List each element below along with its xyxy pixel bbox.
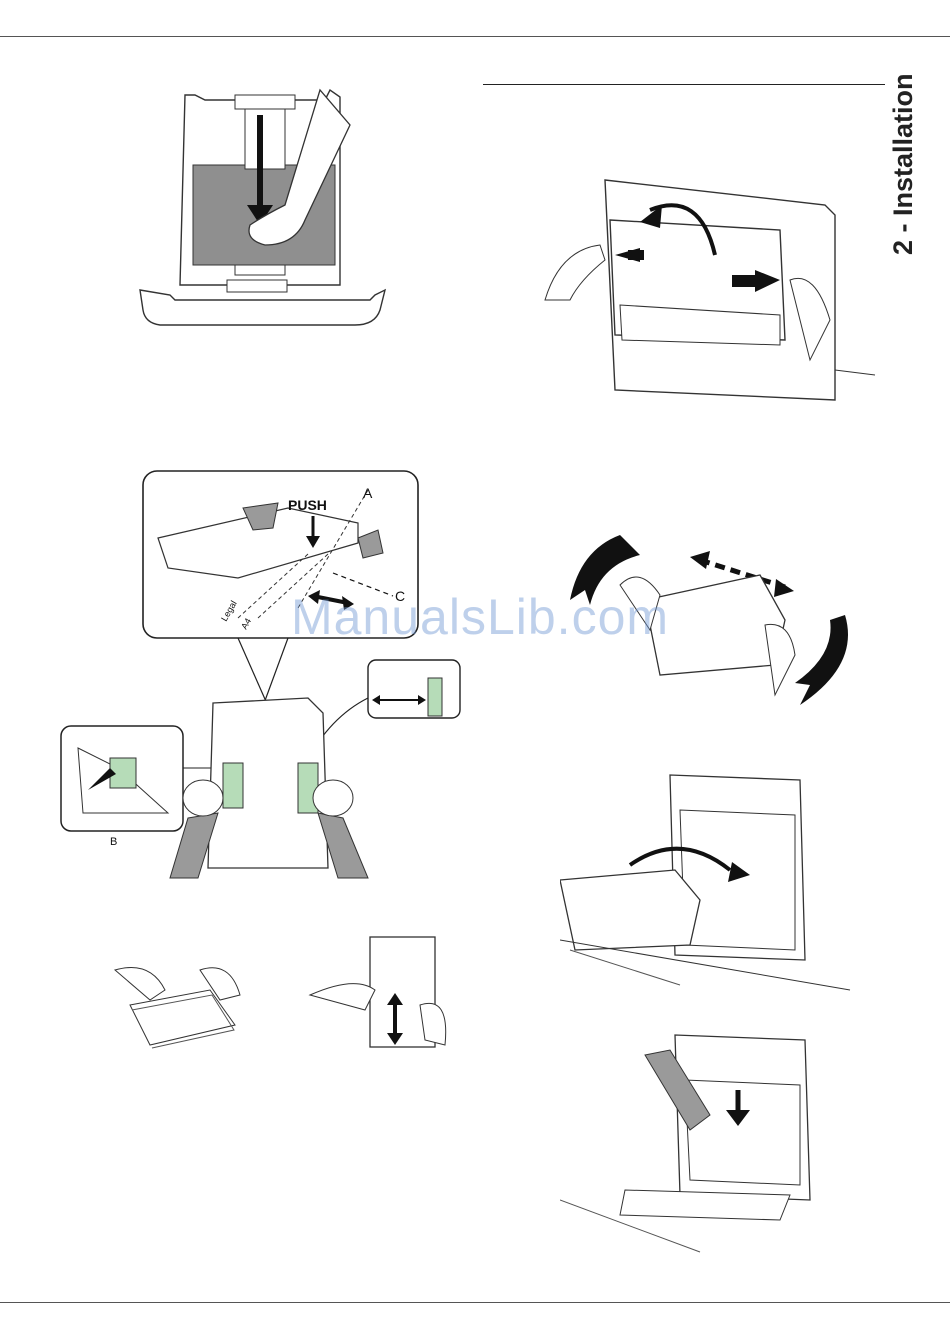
label-a: A [363, 485, 373, 501]
section-tab: 2 - Installation [870, 62, 950, 262]
figure-paper-fan [110, 960, 250, 1050]
header-rule [0, 36, 950, 37]
section-tab-label: 2 - Installation [888, 73, 919, 255]
figure-tray-guides: PUSH A C Legal A4 B [58, 468, 468, 888]
figure-paper-align [305, 935, 455, 1055]
label-b: B [110, 836, 117, 848]
figure-toner-lock [560, 1030, 860, 1255]
push-label: PUSH [288, 497, 327, 513]
column-rule [483, 84, 885, 85]
footer-rule [0, 1302, 950, 1303]
figure-printer-cover-open [540, 170, 880, 410]
figure-tray-plate [135, 85, 395, 330]
figure-toner-insert [560, 770, 860, 995]
watermark: ManualsLib.com [250, 588, 710, 646]
